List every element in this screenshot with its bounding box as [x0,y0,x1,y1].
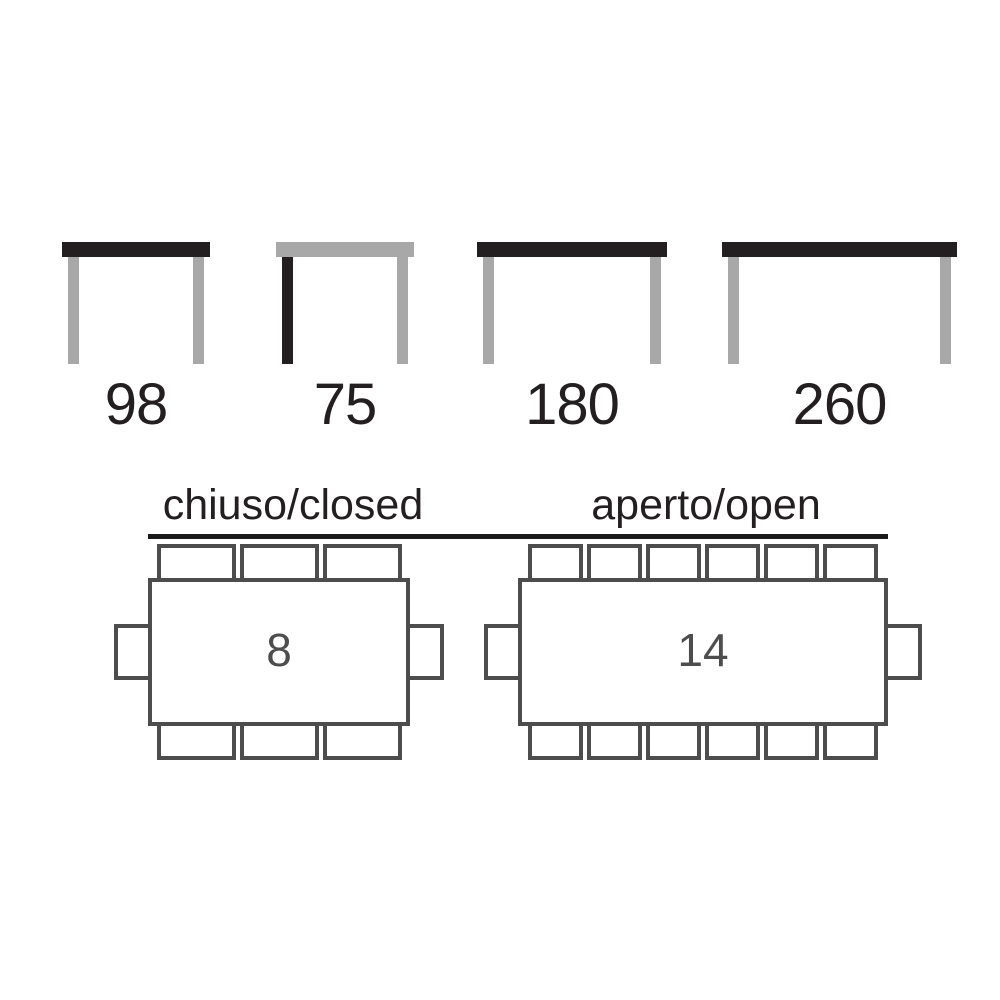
seat-top-2 [239,544,319,582]
seat-top-1 [156,544,236,582]
seat-top-4 [705,544,760,582]
dimension-label-180: 180 [525,372,620,437]
table-leg-right-icon [193,257,204,364]
seat-bottom-1 [156,722,236,760]
table-elevation-98 [62,242,210,364]
dimension-label-260: 260 [792,372,888,437]
seat-top-5 [764,544,819,582]
table-slab-open [518,578,888,726]
table-leg-left-icon [68,257,79,364]
table-leg-right-icon [940,257,951,364]
dimension-label-75: 75 [313,372,378,437]
table-slab-closed [148,578,410,726]
seat-top-1 [528,544,583,582]
seat-bottom-5 [764,722,819,760]
dimension-label-98: 98 [104,372,169,437]
seat-right-1 [406,624,444,680]
seat-bottom-2 [239,722,319,760]
table-top-icon [62,242,210,257]
seat-top-3 [646,544,701,582]
table-top-icon [276,242,414,257]
table-leg-right-icon [397,257,408,364]
seat-left-1 [114,624,152,680]
seat-right-1 [884,624,922,680]
section-divider-rule [148,534,888,539]
seat-bottom-6 [823,722,878,760]
table-elevation-75 [276,242,414,364]
seat-top-6 [823,544,878,582]
seat-bottom-4 [705,722,760,760]
table-elevation-260 [722,242,957,364]
seat-bottom-1 [528,722,583,760]
seat-bottom-3 [646,722,701,760]
seat-bottom-2 [587,722,642,760]
table-elevation-180 [477,242,667,364]
seat-top-2 [587,544,642,582]
table-top-icon [722,242,957,257]
table-top-icon [477,242,667,257]
seat-top-3 [322,544,402,582]
seat-count-open: 14 [677,624,729,676]
table-leg-left-icon [282,257,293,364]
seat-left-1 [484,624,522,680]
seat-bottom-3 [322,722,402,760]
table-leg-right-icon [650,257,661,364]
table-leg-left-icon [728,257,739,364]
table-leg-left-icon [483,257,494,364]
caption-aperto-open: aperto/open [591,481,821,529]
seat-count-closed: 8 [266,624,292,676]
caption-chiuso-closed: chiuso/closed [162,481,424,529]
